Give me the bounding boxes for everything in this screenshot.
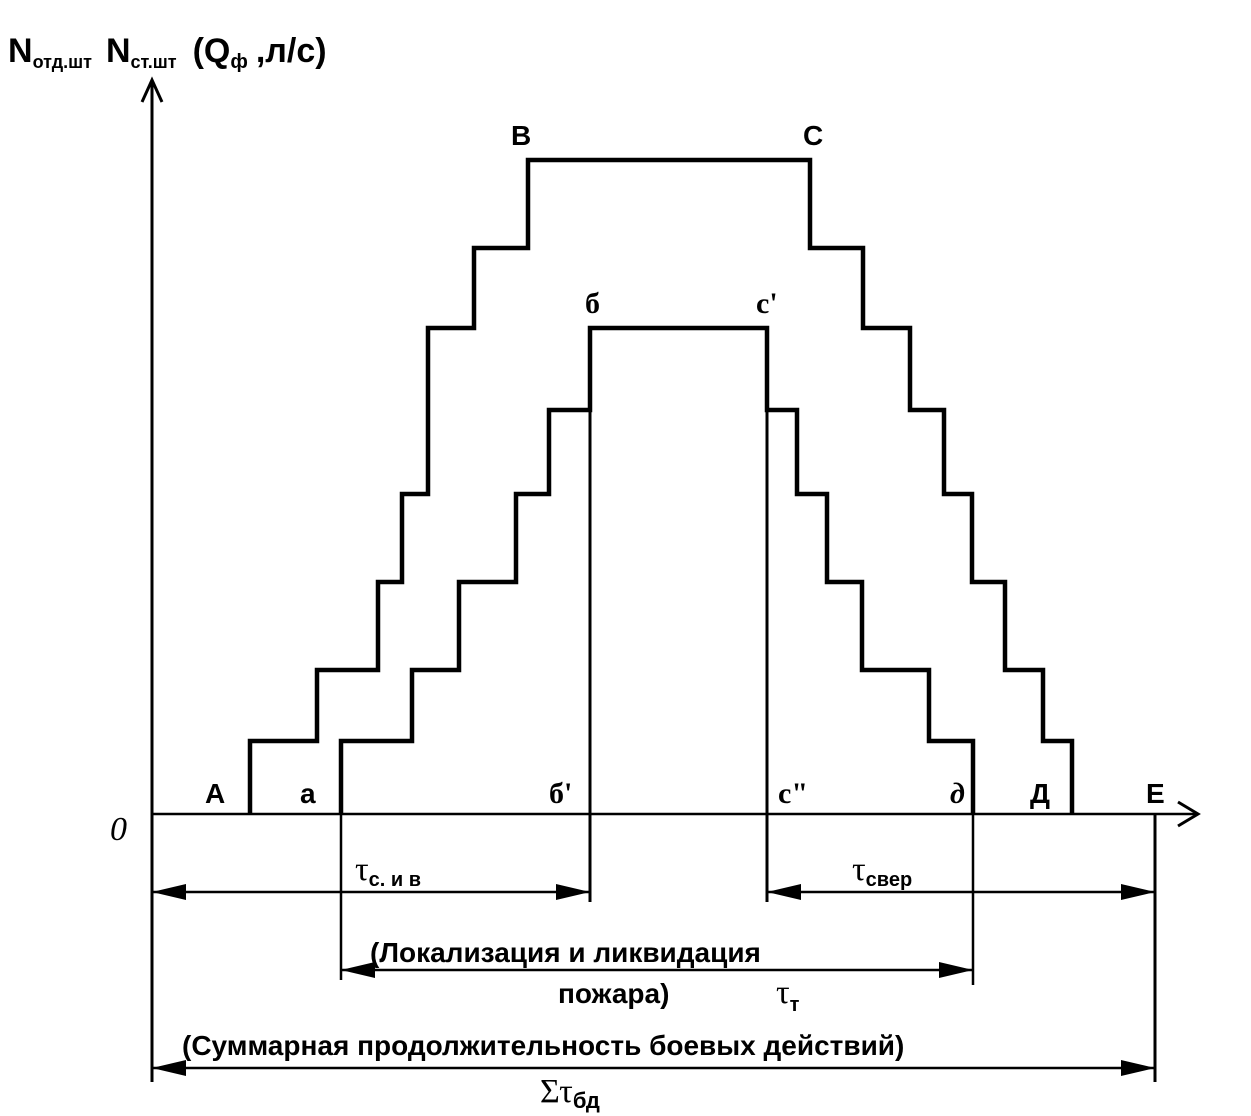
dim-tau-t-arrow-right <box>939 962 973 978</box>
y-axis-arrow <box>140 76 164 103</box>
y-label-n2: N <box>106 32 131 70</box>
dim-tau-t-arrow-left <box>341 962 375 978</box>
dim-tau-siv-arrow-left <box>152 884 186 900</box>
label-sigma-tau: Στбд <box>540 1073 600 1113</box>
y-label-n2-sub: ст.шт <box>131 52 177 72</box>
label-localization-line1: (Локализация и ликвидация <box>370 937 761 968</box>
dim-tau-sver-arrow-left <box>767 884 801 900</box>
outer-step-curve <box>247 157 1075 814</box>
dim-sigma-arrow-left <box>152 1060 186 1076</box>
label-localization-line2: пожара) <box>558 978 669 1009</box>
point-b-prime: б' <box>549 777 572 810</box>
sigma-tau-sub: бд <box>573 1088 600 1113</box>
tau-t-sub: т <box>790 994 800 1016</box>
y-label-n1-sub: отд.шт <box>33 52 93 72</box>
tau-sver-symbol: τ <box>852 851 866 888</box>
dim-tau-siv-arrow-right <box>556 884 590 900</box>
point-C: С <box>803 120 823 151</box>
y-label-q: (Q <box>193 32 231 70</box>
label-total-duration: (Суммарная продолжительность боевых дейс… <box>182 1030 904 1061</box>
x-axis-arrow <box>1177 800 1201 828</box>
origin-label: 0 <box>110 811 127 848</box>
point-d-small: д <box>950 777 965 810</box>
point-a: а <box>300 778 316 809</box>
point-c-double-prime: с" <box>778 777 808 810</box>
dim-tau-sver-arrow-right <box>1121 884 1155 900</box>
point-E: Е <box>1146 778 1165 809</box>
point-b: б <box>585 287 600 320</box>
tau-t-symbol: τ <box>776 974 790 1011</box>
y-label-q-sub: ф <box>230 51 248 73</box>
tau-siv-symbol: τ <box>355 851 369 888</box>
tau-sver-sub: свер <box>866 869 913 891</box>
y-label-n1: N <box>8 32 33 70</box>
label-tau-sver: τсвер <box>852 851 912 891</box>
dim-sigma-arrow-right <box>1121 1060 1155 1076</box>
point-A: А <box>205 778 225 809</box>
inner-step-curve <box>338 325 976 814</box>
tau-siv-sub: с. и в <box>369 869 421 891</box>
label-tau-siv: τс. и в <box>355 851 421 891</box>
point-B: В <box>511 120 531 151</box>
sigma-tau-symbol: Στ <box>540 1073 573 1110</box>
point-D: Д <box>1030 778 1050 809</box>
point-c-prime: с' <box>756 287 778 320</box>
y-label-q-unit: ,л/с) <box>256 32 327 70</box>
label-tau-t: τт <box>776 974 800 1016</box>
